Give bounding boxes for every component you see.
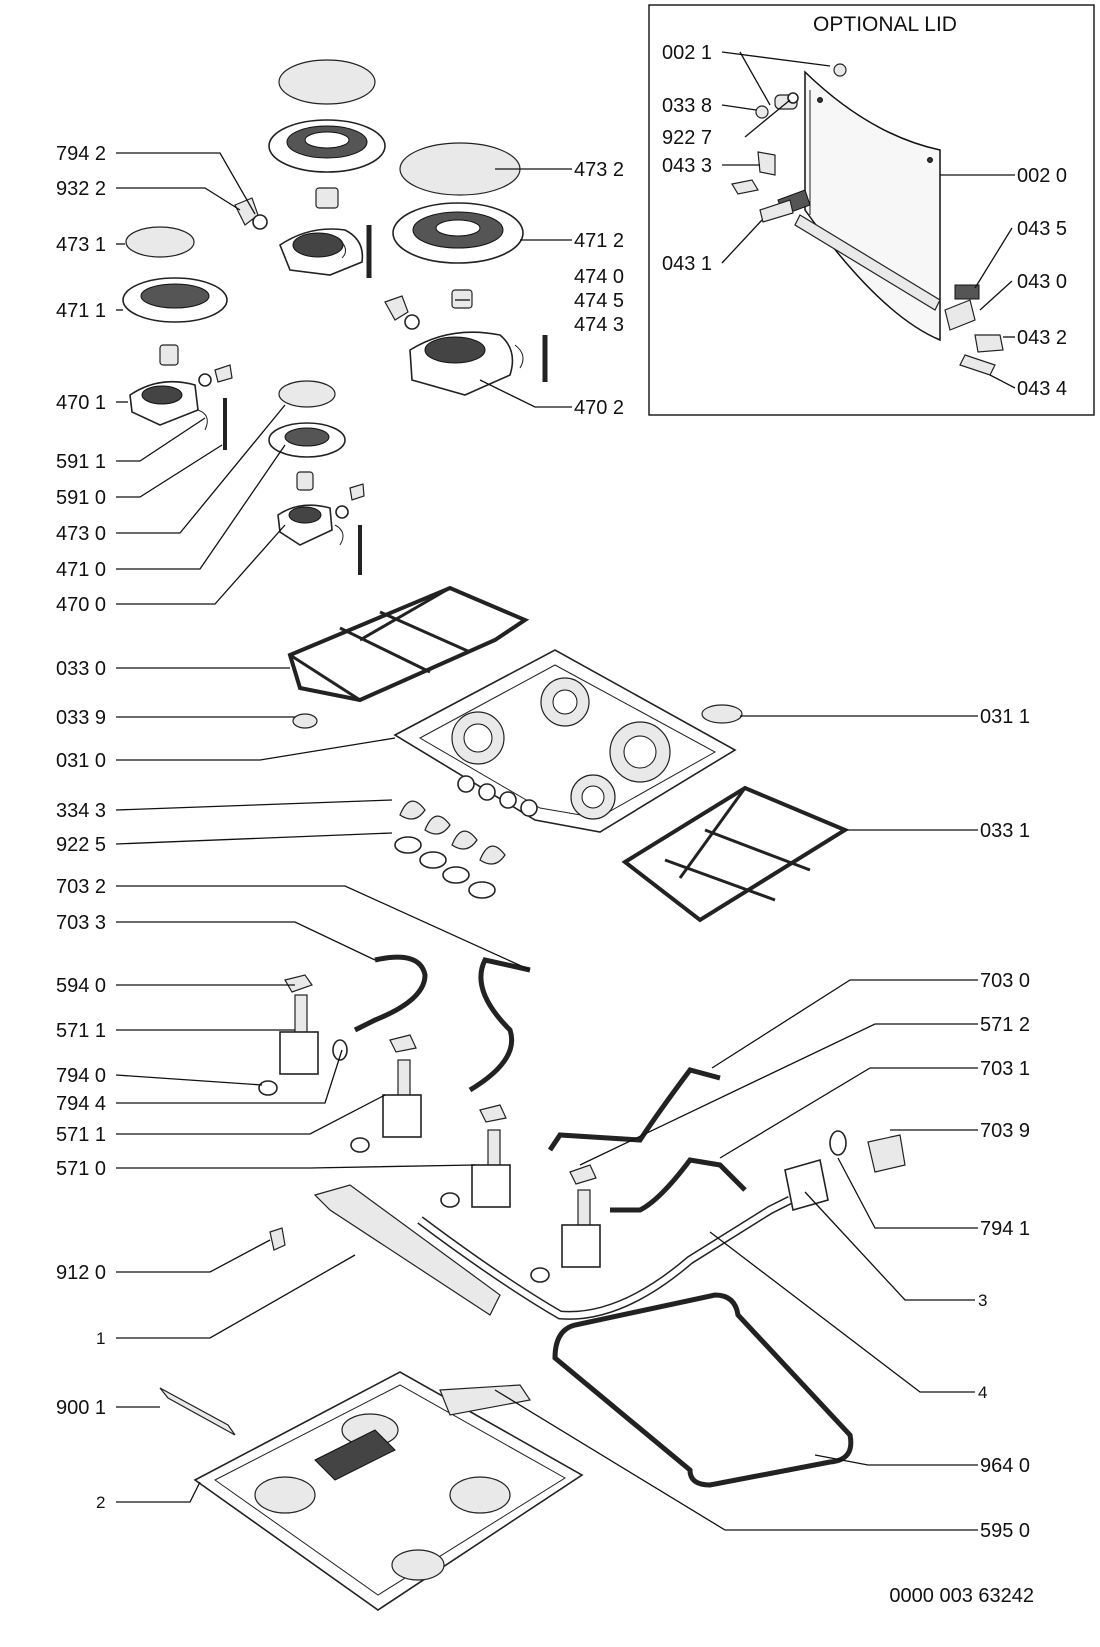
lid-glass [804,70,941,342]
hinge-washer [787,92,799,104]
label-474-5: 474 5 [574,290,624,312]
label-043-3: 043 3 [662,155,712,177]
label-471-2: 471 2 [574,230,624,252]
label-703-9: 703 9 [980,1120,1030,1142]
label-900-1: 900 1 [56,1397,106,1419]
label-794-1: 794 1 [980,1218,1030,1240]
label-964-0: 964 0 [980,1455,1030,1477]
hinge-bracket-right [974,334,1004,353]
labels-lid: 002 1 033 8 922 7 043 3 043 1 002 0 043 … [662,42,1067,400]
label-473-2: 473 2 [574,159,624,181]
burner-cap [278,59,376,105]
label-703-1: 703 1 [980,1058,1030,1080]
gas-rail [313,1184,501,1316]
label-470-2: 470 2 [574,397,624,419]
label-033-1: 033 1 [980,820,1030,842]
label-033-9: 033 9 [56,707,106,729]
label-922-5: 922 5 [56,834,106,856]
label-470-1: 470 1 [56,392,106,414]
label-571-0: 571 0 [56,1158,106,1180]
lid-hinge-rod [794,214,941,311]
gas-inlet-fittings [784,1130,906,1212]
control-knobs [399,800,506,865]
label-794-2: 794 2 [56,143,106,165]
knob-rings [394,836,496,899]
hinge-spring [954,284,980,300]
label-591-0: 591 0 [56,487,106,509]
label-703-0: 703 0 [980,970,1030,992]
label-1: 1 [96,1329,105,1348]
gas-valves [258,974,601,1283]
label-470-0: 470 0 [56,594,106,616]
label-002-1: 002 1 [662,42,712,64]
label-033-0: 033 0 [56,658,106,680]
label-334-3: 334 3 [56,800,106,822]
gasket-seal [552,1292,854,1488]
lid-bumper [833,63,847,77]
label-473-0: 473 0 [56,523,106,545]
burner-assembly-right [384,142,548,396]
label-932-2: 932 2 [56,178,106,200]
label-794-4: 794 4 [56,1093,106,1115]
label-031-1: 031 1 [980,706,1030,728]
label-2: 2 [96,1493,105,1512]
lower-parts [159,1184,854,1611]
labels-center: 473 2 471 2 474 0 474 5 474 3 470 2 [574,159,624,419]
label-571-1-b: 571 1 [56,1124,106,1146]
hinge-screw [755,105,769,119]
pan-support-right [621,785,850,923]
label-471-1: 471 1 [56,300,106,322]
optional-lid-panel: OPTIONAL LID [648,4,1095,416]
screw [269,1227,286,1251]
label-594-0: 594 0 [56,975,106,997]
rubber-foot [292,713,318,729]
label-703-2: 703 2 [56,876,106,898]
burner-assembly-small [268,380,365,575]
label-595-0: 595 0 [980,1520,1030,1542]
label-474-3: 474 3 [574,314,624,336]
label-043-2: 043 2 [1017,327,1067,349]
label-571-1-a: 571 1 [56,1020,106,1042]
burner-assembly-top [234,59,386,278]
pan-support-left [287,585,530,703]
optional-lid-title: OPTIONAL LID [813,13,957,36]
document-number: 0000 003 63242 [889,1585,1034,1607]
label-043-5: 043 5 [1017,218,1067,240]
gas-cock-cover [701,704,743,724]
label-031-0: 031 0 [56,750,106,772]
labels-left: 794 2 932 2 473 1 471 1 470 1 591 1 591 … [56,143,106,1512]
label-703-3: 703 3 [56,912,106,934]
gas-tubes [353,954,793,1320]
labels-right: 031 1 033 1 703 0 571 2 703 1 703 9 794 … [889,706,1034,1607]
burner-cap-small [125,226,195,258]
label-043-4: 043 4 [1017,378,1067,400]
label-3: 3 [978,1291,987,1310]
label-474-0: 474 0 [574,266,624,288]
label-043-0: 043 0 [1017,271,1067,293]
label-473-1: 473 1 [56,234,106,256]
label-4: 4 [978,1383,987,1402]
hinge-bracket-left [757,151,776,176]
ignition-unit [439,1384,532,1416]
label-591-1: 591 1 [56,451,106,473]
bracket [159,1387,236,1436]
label-002-0: 002 0 [1017,165,1067,187]
leader-lines [115,51,1016,1531]
label-912-0: 912 0 [56,1262,106,1284]
label-794-0: 794 0 [56,1065,106,1087]
label-471-0: 471 0 [56,559,106,581]
label-043-1: 043 1 [662,253,712,275]
injector [315,187,339,209]
cooktop-top-plate [292,649,743,833]
label-033-8: 033 8 [662,95,712,117]
label-922-7: 922 7 [662,127,712,149]
label-571-2: 571 2 [980,1014,1030,1036]
burner-assembly-left [122,226,233,450]
